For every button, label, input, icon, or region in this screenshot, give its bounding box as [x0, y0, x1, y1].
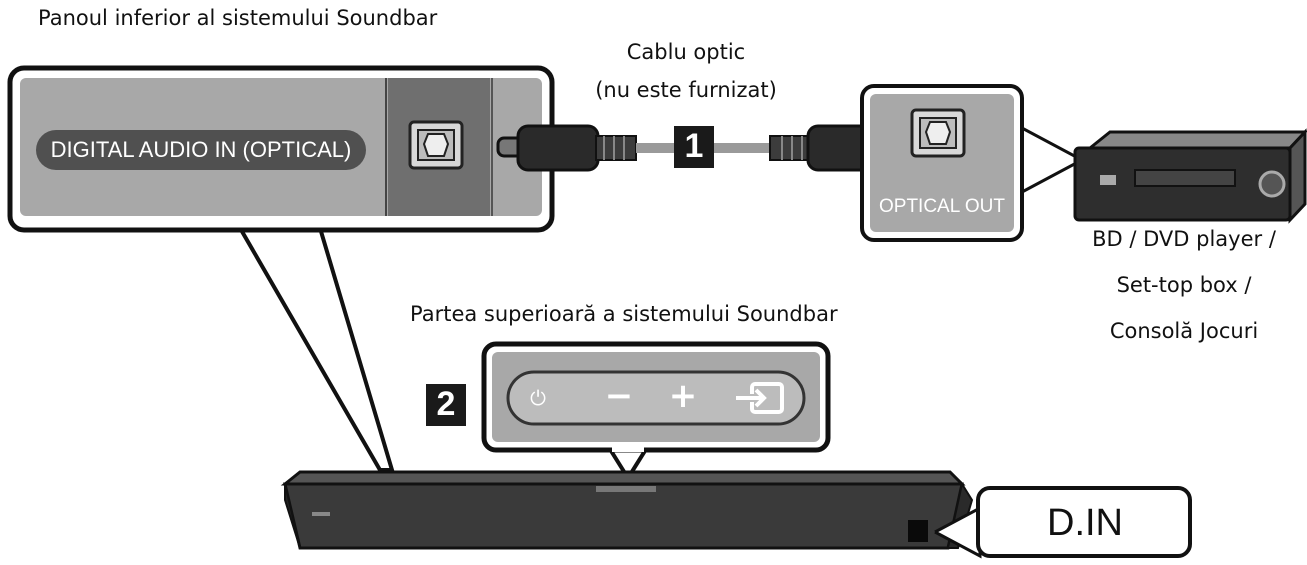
bottom-panel-callout-pointer [236, 226, 395, 472]
power-icon: ⏻ [530, 386, 546, 410]
bd-dvd-player-icon [1073, 128, 1307, 224]
din-callout [976, 486, 1192, 558]
cable-label-line2: (nu este furnizat) [595, 78, 777, 102]
digital-audio-in-label: DIGITAL AUDIO IN (OPTICAL) [36, 130, 366, 170]
volume-down-icon: − [604, 376, 634, 416]
step-2-number: 2 [436, 385, 456, 423]
bottom-panel-title: Panoul inferior al sistemului Soundbar [38, 6, 438, 30]
top-panel-title: Partea superioară a sistemului Soundbar [410, 302, 838, 326]
cable-label-line1: Cablu optic [626, 40, 746, 64]
step-1-number: 1 [684, 127, 704, 165]
optical-out-label: OPTICAL OUT [879, 196, 1005, 217]
step-1-badge [674, 126, 714, 168]
device-callout-pointer [1021, 126, 1086, 194]
optical-output-port [910, 108, 966, 158]
device-label-line2: Set-top box / [1116, 273, 1252, 297]
cable-left-plug [496, 124, 637, 172]
optical-out-surface [870, 94, 1014, 232]
soundbar-din-port [908, 520, 928, 542]
optical-input-port [408, 120, 464, 170]
din-label: D.IN [1047, 502, 1123, 544]
device-label-line3: Consolă Jocuri [1109, 319, 1259, 343]
device-label-line1: BD / DVD player / [1092, 227, 1276, 251]
control-strip [506, 370, 806, 426]
step-2-badge [426, 384, 466, 426]
soundbar [280, 470, 974, 550]
volume-up-icon: + [668, 376, 698, 416]
source-input-icon [734, 382, 784, 414]
